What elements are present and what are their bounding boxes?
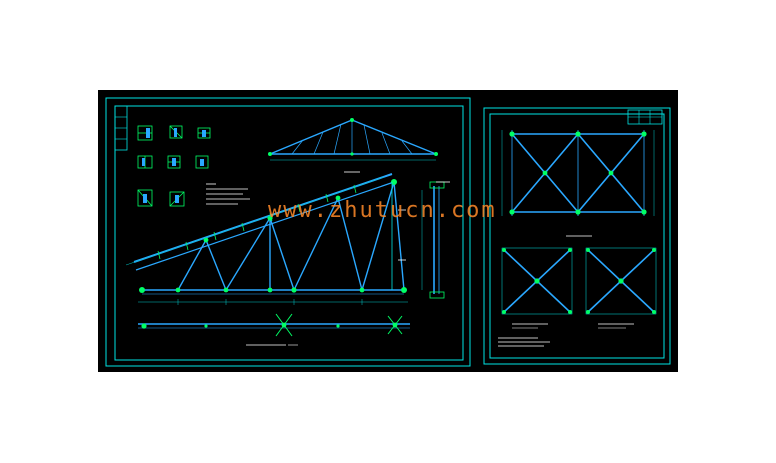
cad-drawing-canvas (98, 90, 678, 372)
bottom-chord-plan (138, 313, 410, 346)
general-notes (206, 183, 250, 205)
left-sheet-outer-frame (105, 97, 471, 367)
bracing-plan-top (501, 130, 655, 237)
column-detail (398, 181, 450, 299)
right-sheet-notes (498, 337, 550, 347)
right-sheet-outer-frame (483, 107, 671, 365)
bracing-detail-left (501, 247, 573, 329)
watermark-text: www.zhutucn.com (268, 198, 497, 223)
truss-elevation-small (268, 118, 438, 173)
bracing-detail-right (585, 247, 657, 329)
right-sheet-inner-frame (489, 113, 665, 359)
left-sheet-inner-frame (114, 105, 464, 361)
cad-drawing (105, 97, 671, 367)
main-truss-elevation (125, 173, 408, 305)
